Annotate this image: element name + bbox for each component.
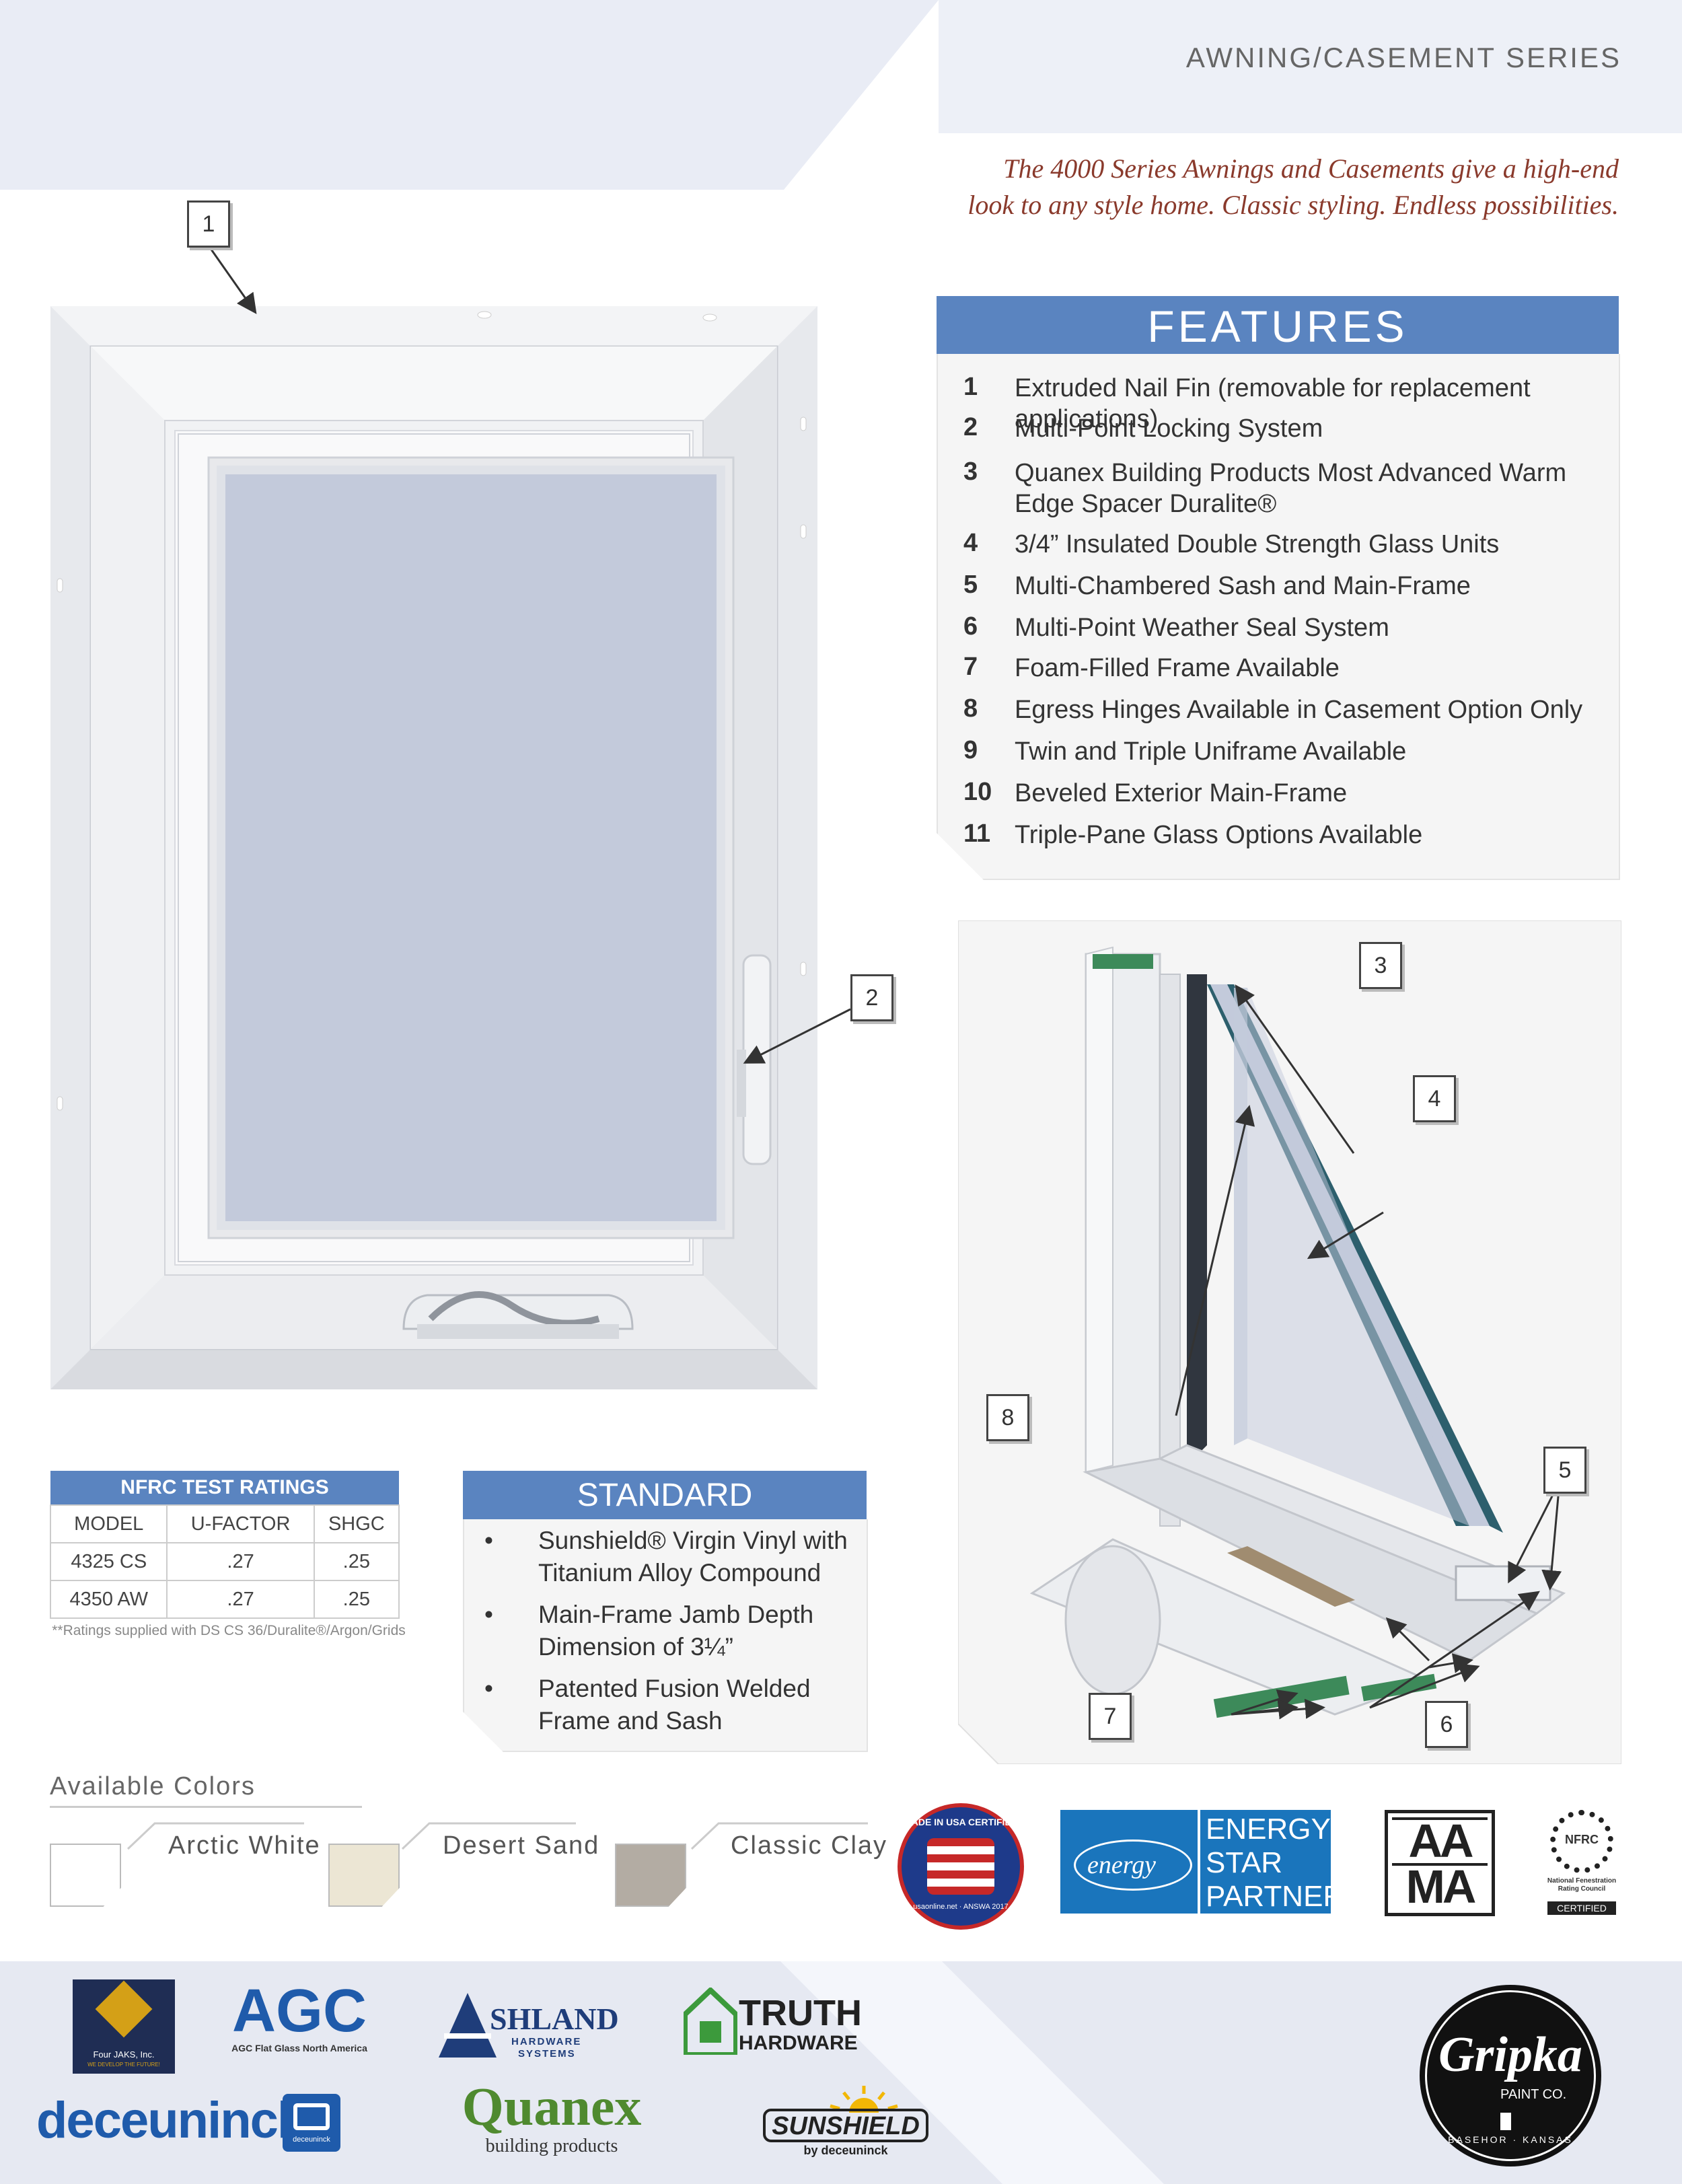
logo-text: WE DEVELOP THE FUTURE!	[87, 2062, 160, 2068]
nfrc-logo: NFRC National Fenestration Rating Counci…	[1545, 1810, 1619, 1918]
color-label: Arctic White	[168, 1831, 321, 1860]
energy-star-words: ENERGY STAR PARTNER	[1206, 1813, 1345, 1913]
table-cell: 4350 AW	[49, 1580, 168, 1619]
color-label: Classic Clay	[731, 1831, 888, 1860]
sunshield-logo: SUNSHIELD by deceuninck	[763, 2086, 931, 2157]
logo-text: SYSTEMS	[518, 2048, 576, 2060]
color-swatch-arctic-white	[50, 1844, 121, 1907]
diamond-icon	[95, 1980, 153, 2038]
logo-text: Gripka	[1438, 2027, 1582, 2082]
deceuninck-wordmark: deceuninck	[36, 2092, 305, 2149]
logo-text: HARDWARE	[739, 2032, 858, 2054]
logo-text: AGC Flat Glass North America	[231, 2043, 367, 2053]
features-heading: FEATURES	[937, 296, 1619, 354]
casement-window-illustration	[50, 306, 817, 1389]
logo-text: PAINT CO.	[1500, 2087, 1567, 2102]
quanex-logo: Quanex building products	[444, 2079, 659, 2157]
column-header: MODEL	[49, 1504, 168, 1543]
table-cell: .25	[313, 1542, 400, 1581]
gripka-paint-logo: Gripka PAINT CO. BASEHOR · KANSAS	[1420, 1985, 1601, 2167]
logo-text: National Fenestration Rating Council	[1547, 1877, 1617, 1893]
callout-6: 6	[1425, 1701, 1468, 1748]
nfrc-ratings-table: NFRC TEST RATINGS MODEL U-FACTOR SHGC 43…	[49, 1471, 400, 1619]
logo-text: usaonline.net · ANSWA 2017	[913, 1903, 1009, 1911]
callout-4: 4	[1413, 1075, 1456, 1122]
color-label: Desert Sand	[443, 1831, 600, 1860]
nfrc-title: NFRC TEST RATINGS	[50, 1471, 399, 1505]
callout-8: 8	[986, 1394, 1029, 1441]
flag-shield-icon	[927, 1838, 994, 1895]
logo-text: CERTIFIED	[1547, 1901, 1616, 1915]
table-header-row: MODEL U-FACTOR SHGC	[49, 1504, 400, 1543]
agc-logo: AGC AGC Flat Glass North America	[229, 1979, 370, 2053]
logo-text: HARDWARE	[511, 2036, 582, 2047]
callout-2: 2	[850, 974, 893, 1021]
table-row: 4350 AW .27 .25	[49, 1580, 400, 1619]
ashland-logo: SHLAND HARDWARE SYSTEMS	[437, 1992, 619, 2060]
tagline-line-2: look to any style home. Classic styling.…	[967, 190, 1619, 220]
logo-text: MA	[1405, 1860, 1477, 1913]
standard-heading: STANDARD	[463, 1471, 867, 1519]
callout-3: 3	[1359, 942, 1402, 989]
table-cell: .27	[166, 1542, 315, 1581]
nfrc-footnote: **Ratings supplied with DS CS 36/Duralit…	[52, 1623, 406, 1638]
available-colors-title: Available Colors	[50, 1772, 256, 1800]
table-row: 4325 CS .27 .25	[49, 1542, 400, 1581]
truth-hardware-logo: TRUTH HARDWARE	[684, 1988, 862, 2062]
frame-cross-section-illustration	[958, 920, 1621, 1764]
table-cell: .27	[166, 1580, 315, 1619]
callout-5: 5	[1543, 1447, 1586, 1494]
logo-text: SUNSHIELD	[763, 2109, 928, 2142]
triangle-a-icon	[439, 1993, 497, 2058]
tagline: The 4000 Series Awnings and Casements gi…	[875, 151, 1619, 223]
logo-text: Quanex	[462, 2078, 642, 2137]
color-swatch-classic-clay	[615, 1844, 686, 1907]
callout-1: 1	[187, 201, 230, 248]
paintbrush-icon	[1500, 2113, 1511, 2130]
logo-text: energy	[1087, 1851, 1156, 1879]
aama-logo: AA MA	[1385, 1810, 1495, 1916]
logo-text: AGC	[232, 1977, 367, 2045]
energy-star-arc-icon	[1074, 1840, 1192, 1891]
house-icon	[684, 1988, 737, 2055]
series-title: AWNING/CASEMENT SERIES	[1185, 42, 1621, 73]
column-header: SHGC	[313, 1504, 400, 1543]
logo-text: MADE IN USA CERTIFIED	[904, 1817, 1018, 1827]
standard-panel	[463, 1519, 868, 1752]
logo-text: Four JAKS, Inc.	[93, 2049, 155, 2060]
table-cell: .25	[313, 1580, 400, 1619]
four-jaks-logo: Four JAKS, Inc. WE DEVELOP THE FUTURE!	[73, 1979, 175, 2074]
energy-star-logo: energy ENERGY STAR PARTNER	[1060, 1810, 1344, 1914]
logo-text: BASEHOR · KANSAS	[1448, 2134, 1573, 2145]
divider	[50, 1806, 362, 1808]
table-cell: 4325 CS	[49, 1542, 168, 1581]
logo-text: NFRC	[1565, 1833, 1599, 1846]
swatch-leader-lines	[126, 1822, 868, 1850]
callout-7: 7	[1089, 1693, 1132, 1740]
logo-text: AA	[1408, 1815, 1473, 1867]
logo-text: SHLAND	[490, 2002, 619, 2036]
logo-text: TRUTH	[739, 1993, 862, 2033]
made-in-usa-logo: MADE IN USA CERTIFIED usaonline.net · AN…	[898, 1803, 1024, 1930]
tagline-line-1: The 4000 Series Awnings and Casements gi…	[1003, 153, 1619, 184]
deceuninck-badge: deceuninck	[283, 2094, 340, 2152]
features-panel	[937, 354, 1620, 880]
logo-text: deceuninck	[293, 2136, 330, 2144]
deceuninck-d-icon	[293, 2103, 330, 2130]
color-swatch-desert-sand	[328, 1844, 400, 1907]
logo-text: by deceuninck	[803, 2144, 888, 2157]
logo-text: building products	[485, 2136, 618, 2156]
column-header: U-FACTOR	[166, 1504, 315, 1543]
